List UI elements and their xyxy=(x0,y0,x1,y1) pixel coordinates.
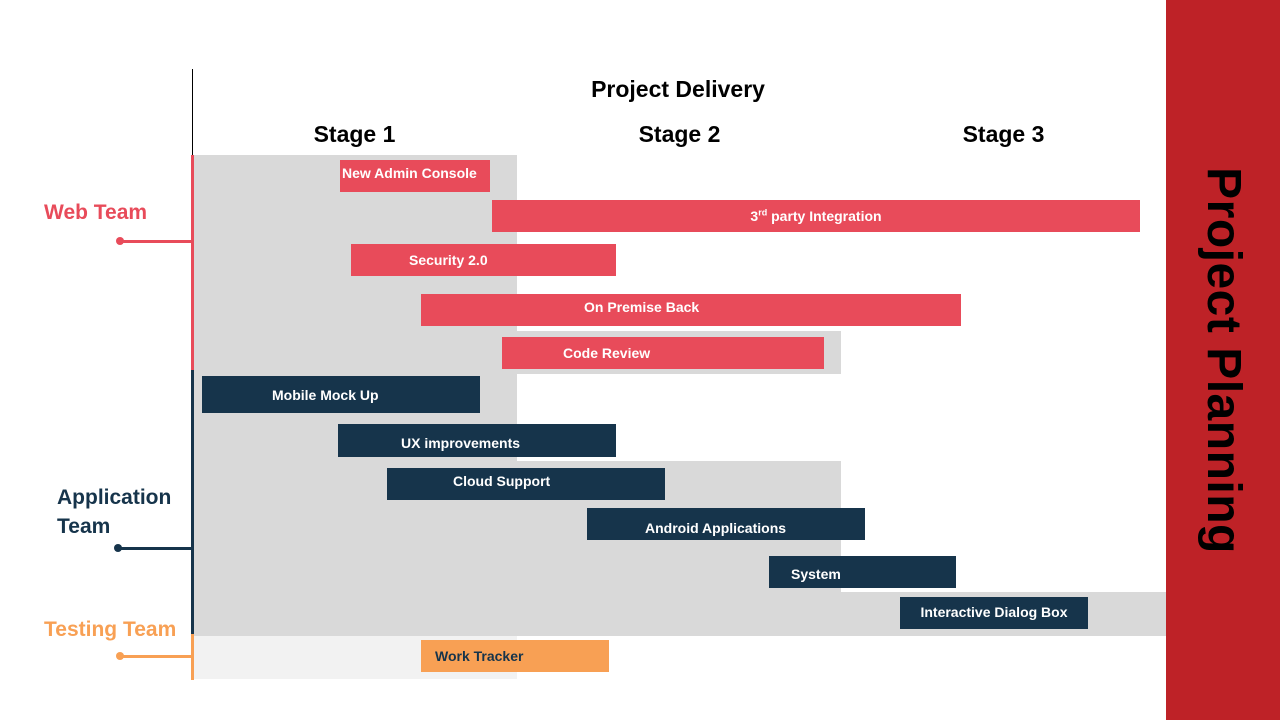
task-3rd-party-integration: 3rd party Integration xyxy=(492,200,1140,232)
testing-team-label: Testing Team xyxy=(44,618,177,641)
sidebar-title-wrap: Project Planning xyxy=(1166,0,1280,720)
web-team-connector xyxy=(120,240,192,243)
vertical-axis-black xyxy=(192,69,193,155)
task-label: UX improvements xyxy=(401,434,521,451)
web-team-label: Web Team xyxy=(44,201,148,224)
stage1-app-shade xyxy=(193,370,517,636)
task-label: On Premise Back xyxy=(584,299,700,315)
sidebar-title: Project Planning xyxy=(1196,166,1250,554)
task-label-number: 3 xyxy=(750,208,759,224)
stage-2-label: Stage 2 xyxy=(638,121,721,147)
app-team-connector xyxy=(118,547,192,550)
task-code-review: Code Review xyxy=(502,337,824,369)
task-security-2: Security 2.0 xyxy=(351,244,616,276)
vertical-axis-test xyxy=(191,634,194,680)
task-mobile-mock-up: Mobile Mock Up xyxy=(202,376,480,413)
task-label: Security 2.0 xyxy=(409,252,488,268)
task-system: System xyxy=(769,556,956,588)
app-team-label-line1: Application xyxy=(57,486,172,509)
page-title: Project Delivery xyxy=(591,76,765,102)
task-label: Android Applications xyxy=(645,520,787,536)
testing-team-connector xyxy=(120,655,192,658)
stage-3-label: Stage 3 xyxy=(962,121,1045,147)
task-android-applications: Android Applications xyxy=(587,508,865,540)
task-on-premise-back: On Premise Back xyxy=(421,294,961,326)
task-label: New Admin Console xyxy=(342,165,477,181)
task-label: Mobile Mock Up xyxy=(272,386,379,403)
task-new-admin-console: New Admin Console xyxy=(340,160,490,192)
task-work-tracker: Work Tracker xyxy=(421,640,609,672)
sidebar xyxy=(1166,0,1280,720)
app-team-label-line2: Team xyxy=(57,515,111,538)
task-label-text: party Integration xyxy=(767,208,882,224)
vertical-axis-web xyxy=(191,155,194,370)
task-interactive-dialog-box: Interactive Dialog Box xyxy=(900,597,1088,629)
vertical-axis-app xyxy=(191,370,194,636)
task-label: Cloud Support xyxy=(453,473,551,489)
task-label-ordinal: rd xyxy=(758,207,768,218)
stage-1-label: Stage 1 xyxy=(313,121,396,147)
task-label: Interactive Dialog Box xyxy=(920,604,1068,620)
task-label: 3rd party Integration xyxy=(750,208,881,224)
task-label: System xyxy=(791,566,841,582)
task-label: Code Review xyxy=(563,345,651,361)
task-ux-improvements: UX improvements xyxy=(338,424,616,457)
task-label: Work Tracker xyxy=(435,648,524,664)
task-cloud-support: Cloud Support xyxy=(387,468,665,500)
